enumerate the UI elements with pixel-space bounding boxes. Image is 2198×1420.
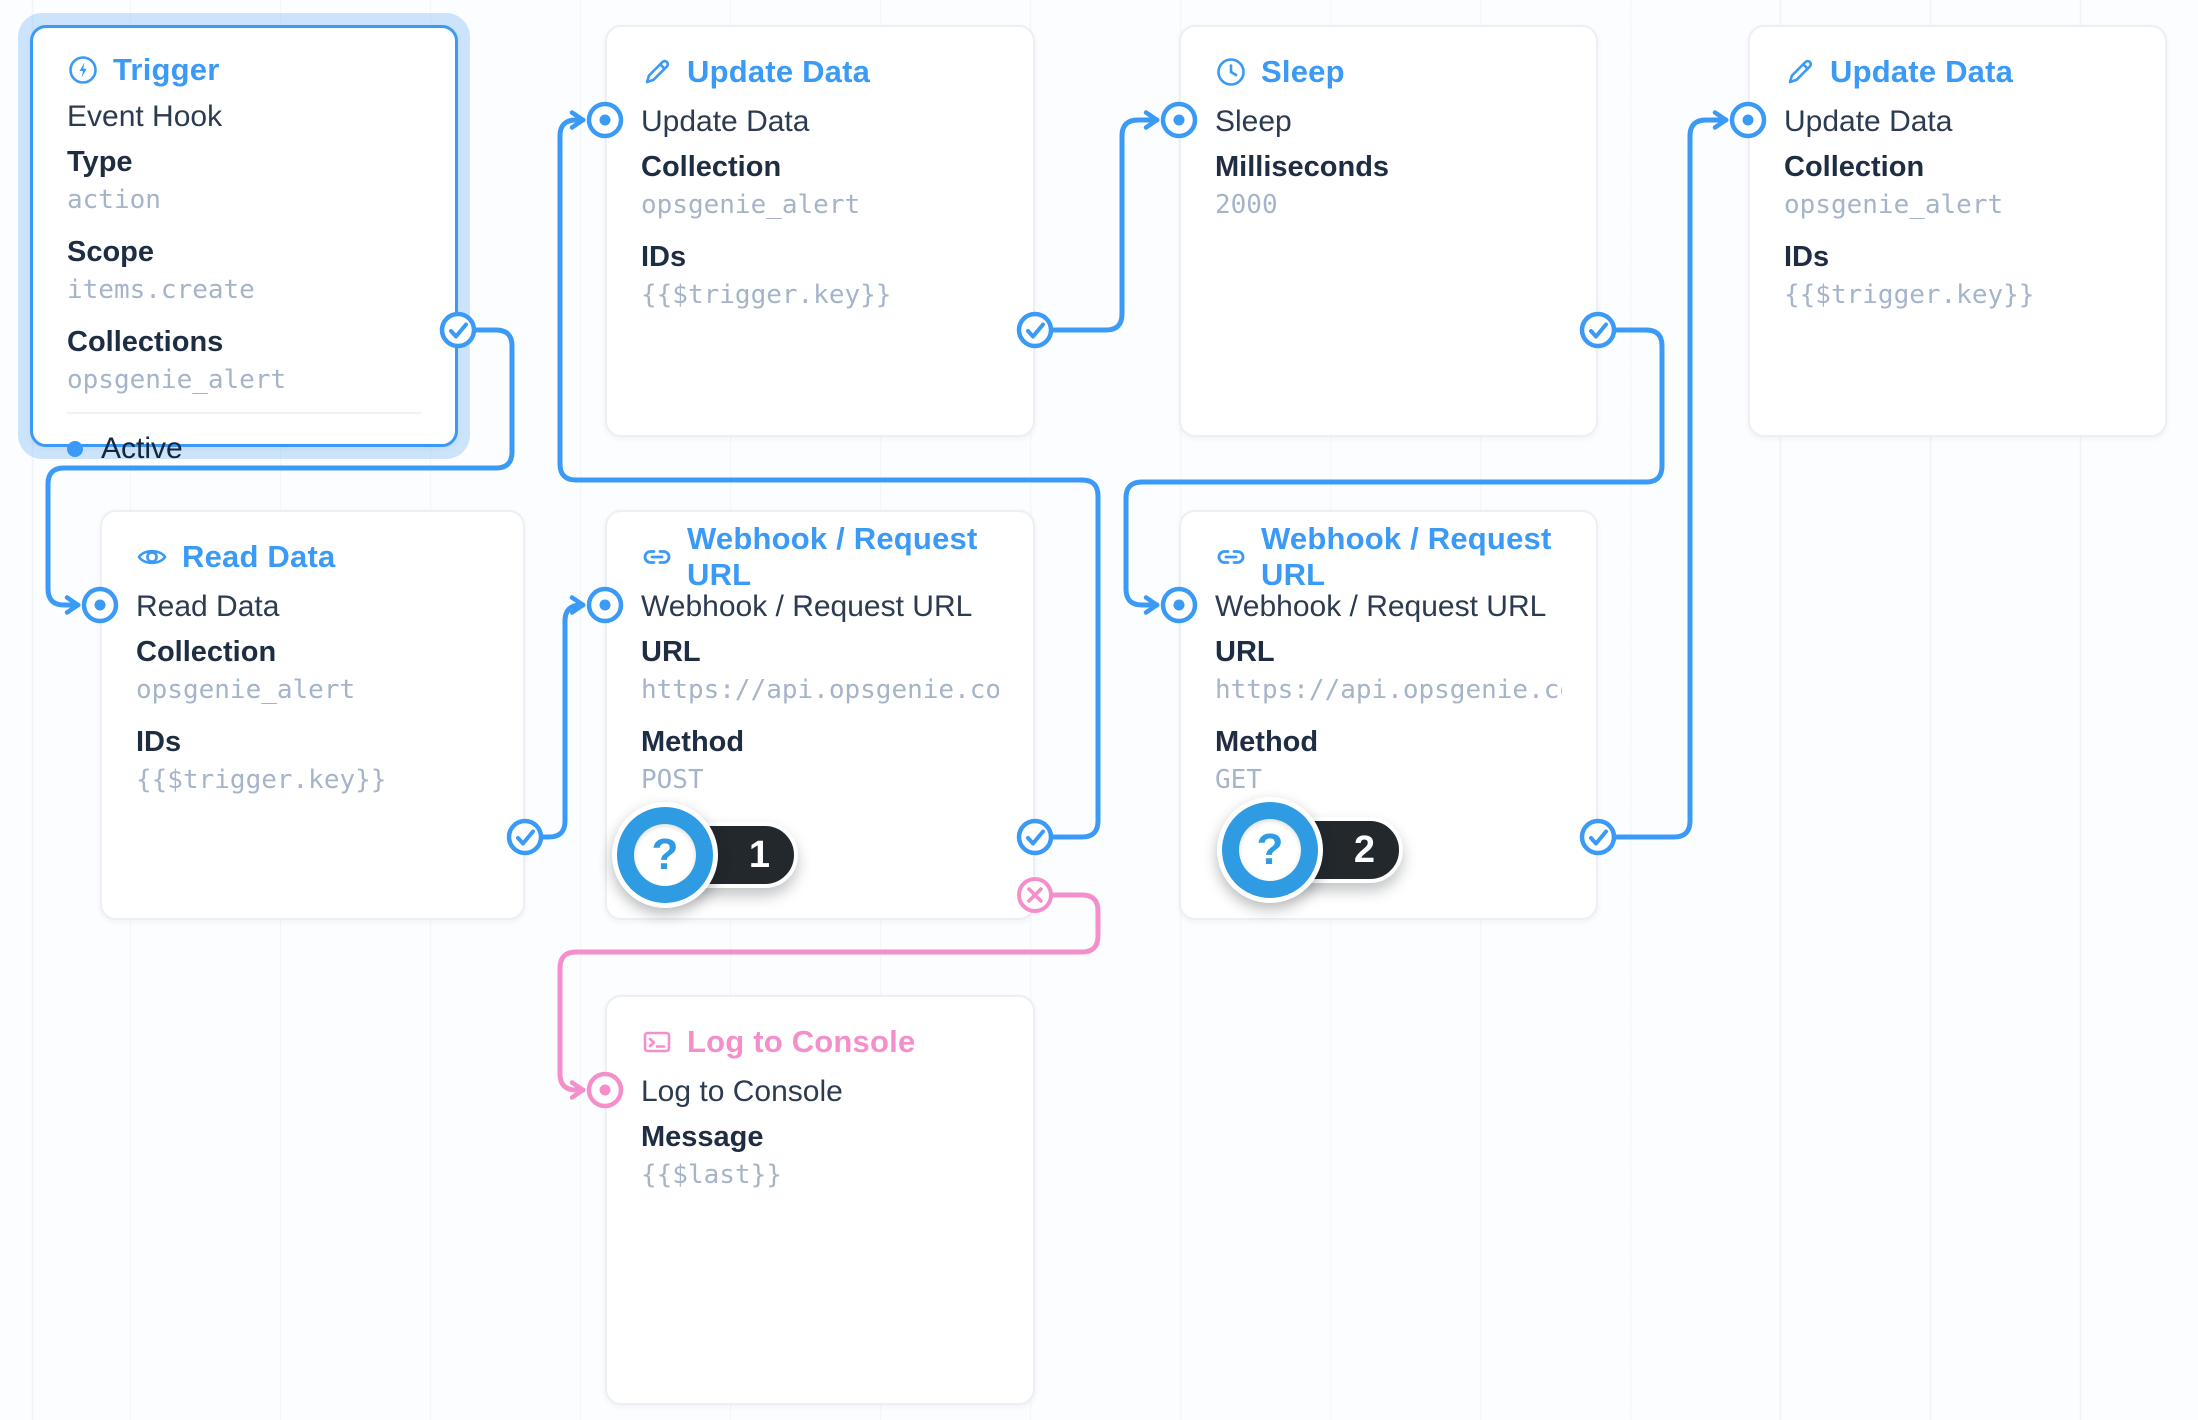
field-scope: Scope items.create — [67, 236, 255, 305]
wire-webhook-2-to-update-data-2 — [1612, 110, 1729, 840]
unresolved-count-badge[interactable]: 1 ? — [612, 802, 798, 908]
field-url: URL https://api.opsgenie.com/v… — [1215, 636, 1562, 705]
node-title-webhook: Webhook / Request URL — [1215, 521, 1562, 592]
node-title-log-to-console: Log to Console — [641, 1021, 999, 1063]
node-title-read-data: Read Data — [136, 536, 489, 578]
node-card-read-data[interactable]: Read Data Read Data Collection opsgenie_… — [100, 510, 525, 920]
node-title-update-data: Update Data — [1784, 51, 2131, 93]
question-mark-icon: ? — [612, 802, 718, 908]
field-ids: IDs {{$trigger.key}} — [136, 726, 387, 795]
link-icon — [641, 541, 673, 573]
clock-icon — [1215, 56, 1247, 88]
operation-name: Log to Console — [641, 1075, 843, 1108]
operation-name: Sleep — [1215, 105, 1292, 138]
node-title-label: Sleep — [1261, 54, 1345, 89]
field-method: Method GET — [1215, 726, 1319, 795]
wire-update-data-1-to-sleep — [1049, 110, 1160, 333]
pencil-icon — [1784, 56, 1816, 88]
field-collections: Collections opsgenie_alert — [67, 326, 287, 395]
terminal-icon — [641, 1026, 673, 1058]
node-card-sleep[interactable]: Sleep Sleep Milliseconds 2000 — [1179, 25, 1598, 437]
question-mark-icon: ? — [1217, 797, 1323, 903]
node-card-log-to-console[interactable]: Log to Console Log to Console Message {{… — [605, 995, 1035, 1405]
link-icon — [1215, 541, 1247, 573]
unresolved-count-badge[interactable]: 2 ? — [1217, 797, 1403, 903]
field-ids: IDs {{$trigger.key}} — [641, 241, 892, 310]
operation-name: Webhook / Request URL — [1215, 590, 1547, 623]
field-ids: IDs {{$trigger.key}} — [1784, 241, 2035, 310]
field-message: Message {{$last}} — [641, 1121, 782, 1190]
node-title-trigger: Trigger — [67, 52, 421, 88]
node-title-label: Webhook / Request URL — [1261, 521, 1552, 592]
field-collection: Collection opsgenie_alert — [136, 636, 356, 705]
field-milliseconds: Milliseconds 2000 — [1215, 151, 1390, 220]
node-title-update-data: Update Data — [641, 51, 999, 93]
active-status-dot — [67, 441, 83, 457]
trigger-status-row: Active — [67, 412, 421, 466]
field-collection: Collection opsgenie_alert — [641, 151, 861, 220]
node-title-sleep: Sleep — [1215, 51, 1562, 93]
node-card-trigger[interactable]: Trigger Event Hook Type action Scope ite… — [30, 25, 458, 465]
operation-name: Update Data — [1784, 105, 1953, 138]
wire-read-data-to-webhook-1 — [539, 595, 586, 840]
field-url: URL https://api.opsgenie.com/v… — [641, 636, 999, 705]
operation-name: Event Hook — [67, 100, 223, 133]
node-title-label: Update Data — [687, 54, 871, 89]
pencil-icon — [641, 56, 673, 88]
operation-name: Update Data — [641, 105, 810, 138]
node-title-label: Update Data — [1830, 54, 2014, 89]
node-card-update-data-1[interactable]: Update Data Update Data Collection opsge… — [605, 25, 1035, 437]
node-card-update-data-2[interactable]: Update Data Update Data Collection opsge… — [1748, 25, 2167, 437]
operation-name: Read Data — [136, 590, 280, 623]
field-method: Method POST — [641, 726, 745, 795]
bolt-icon — [67, 54, 99, 86]
operation-name: Webhook / Request URL — [641, 590, 973, 623]
field-collection: Collection opsgenie_alert — [1784, 151, 2004, 220]
node-title-label: Log to Console — [687, 1024, 916, 1059]
active-status-label: Active — [101, 432, 183, 465]
node-title-label: Read Data — [182, 539, 336, 574]
eye-icon — [136, 541, 168, 573]
field-type: Type action — [67, 146, 161, 215]
node-title-webhook: Webhook / Request URL — [641, 521, 999, 592]
node-title-label: Webhook / Request URL — [687, 521, 978, 592]
node-title-label: Trigger — [113, 52, 220, 87]
